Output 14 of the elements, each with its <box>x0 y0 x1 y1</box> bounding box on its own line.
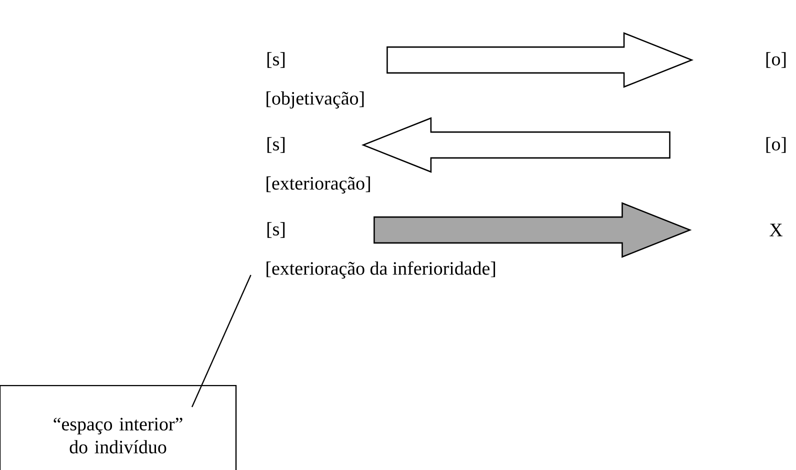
node-label: [s] <box>267 222 285 238</box>
text-box: “espaço interior” do indivíduo <box>0 385 237 470</box>
block-arrow <box>386 32 694 88</box>
bracket-label: [exterioração] <box>266 176 370 194</box>
block-arrow <box>361 117 670 173</box>
node-label: [o] <box>766 137 786 153</box>
node-label: [s] <box>267 52 285 68</box>
node-label: X <box>770 224 782 236</box>
node-label: [s] <box>267 137 285 153</box>
leader-line <box>191 274 252 408</box>
bracket-label: [exterioração da inferioridade] <box>266 261 496 279</box>
node-label: [o] <box>766 52 786 68</box>
bracket-label: [objetivação] <box>266 91 364 109</box>
block-arrow <box>374 202 692 258</box>
